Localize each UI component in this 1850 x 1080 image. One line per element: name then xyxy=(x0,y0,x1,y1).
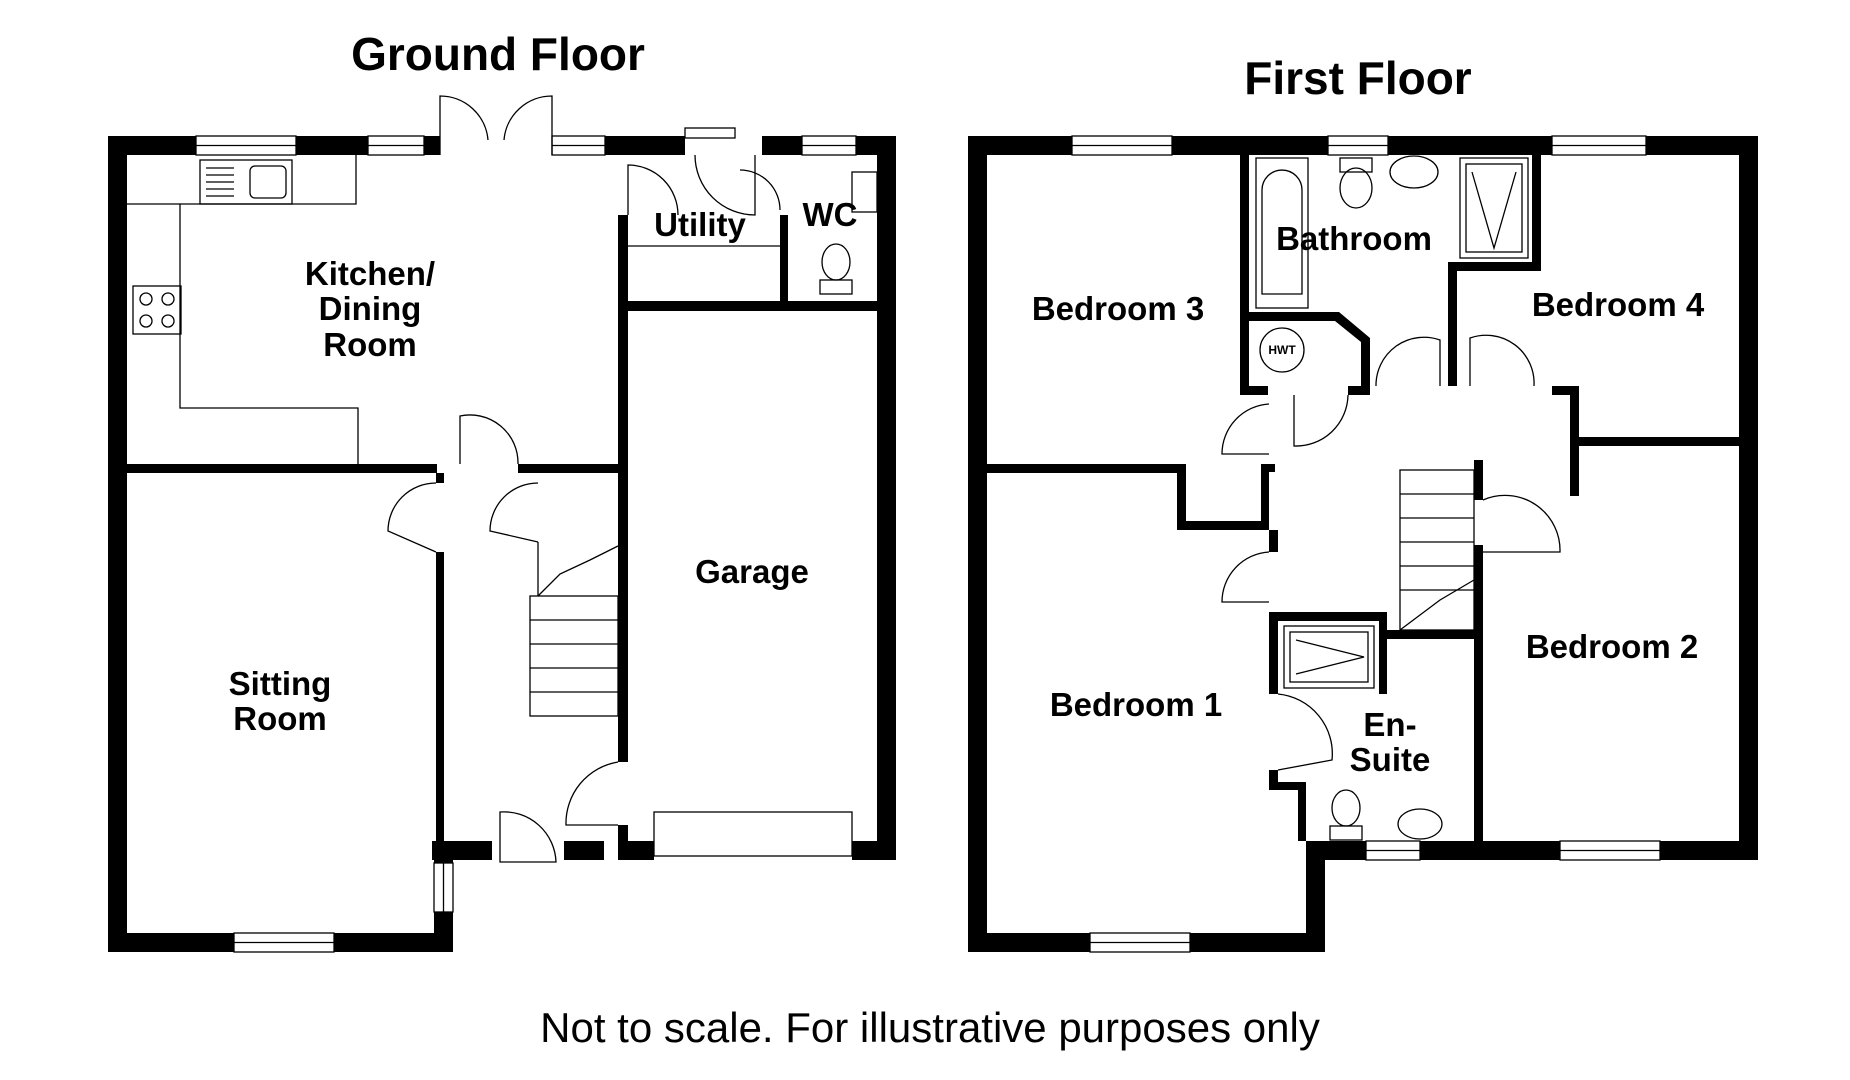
ground-floor-windows xyxy=(195,135,857,953)
kitchen-label-line3: Room xyxy=(323,326,417,363)
first-floor-fittings xyxy=(1255,155,1529,841)
bedroom-4-label: Bedroom 4 xyxy=(1532,286,1705,323)
ground-floor-walls xyxy=(108,136,896,952)
ground-floor-title: Ground Floor xyxy=(351,28,645,80)
first-floor-windows xyxy=(1071,135,1661,953)
first-floor-plan: First Floor xyxy=(968,52,1758,953)
sitting-room-label-line2: Room xyxy=(233,700,327,737)
garage-label: Garage xyxy=(695,553,809,590)
en-suite-label-line2: Suite xyxy=(1350,741,1431,778)
first-floor-room-labels: Bedroom 3 Bathroom Bedroom 4 HWT Bedroom… xyxy=(1032,220,1705,778)
kitchen-label-line2: Dining xyxy=(319,290,422,327)
en-suite-label-line1: En- xyxy=(1363,706,1416,743)
bedroom-3-label: Bedroom 3 xyxy=(1032,290,1204,327)
first-floor-doors xyxy=(1221,334,1561,771)
bedroom-2-label: Bedroom 2 xyxy=(1526,628,1698,665)
kitchen-label-line1: Kitchen/ xyxy=(305,255,435,292)
bedroom-1-label: Bedroom 1 xyxy=(1050,686,1222,723)
first-floor-title: First Floor xyxy=(1244,52,1472,104)
ground-floor-room-labels: Kitchen/ Dining Room Utility WC Garage S… xyxy=(229,196,858,737)
ground-floor-plan: Ground Floor xyxy=(108,28,896,953)
ground-floor-fittings xyxy=(127,155,878,717)
hwt-label: HWT xyxy=(1268,343,1296,357)
ground-floor-doors xyxy=(387,95,781,863)
first-floor-walls xyxy=(968,136,1758,952)
scale-disclaimer: Not to scale. For illustrative purposes … xyxy=(540,1004,1320,1051)
bathroom-label: Bathroom xyxy=(1276,220,1432,257)
wc-label: WC xyxy=(803,196,858,233)
sitting-room-label-line1: Sitting xyxy=(229,665,332,702)
utility-label: Utility xyxy=(654,206,746,243)
